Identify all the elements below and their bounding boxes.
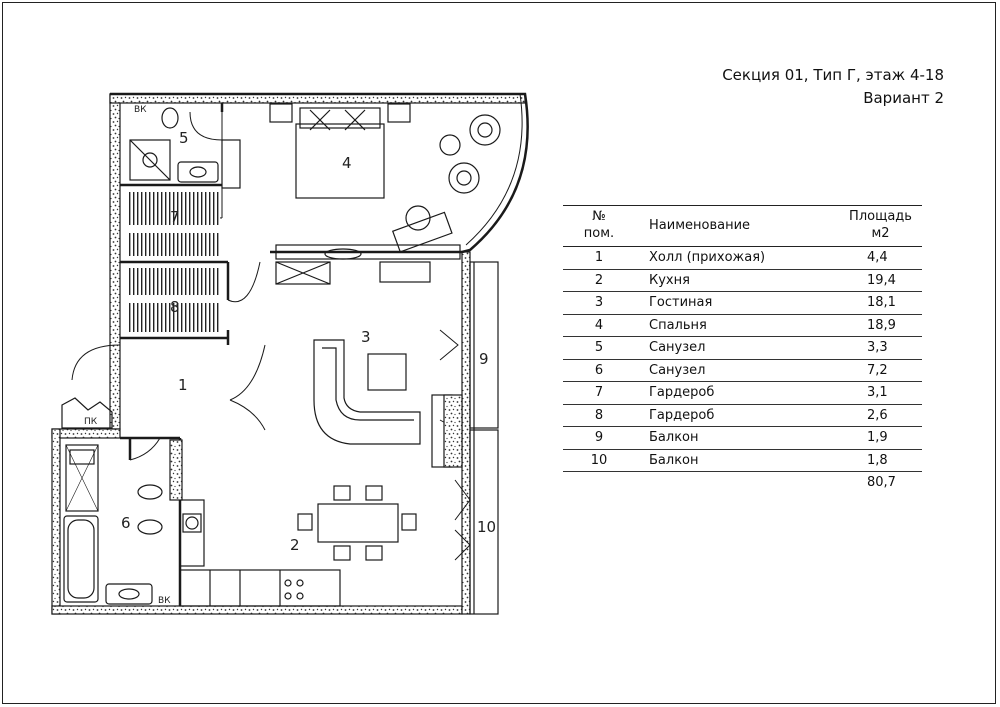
room-label-4: 4 (342, 154, 352, 172)
room-labels: 1 2 3 4 5 6 7 8 9 10 ВК ВК ПК (84, 105, 496, 606)
plan-drawing (51, 92, 529, 615)
room-label-8: 8 (170, 298, 180, 316)
col-header-number: № пом. (583, 209, 615, 241)
room-label-5: 5 (179, 129, 189, 147)
section-title: Секция 01, Тип Г, этаж 4-18 (722, 66, 944, 84)
room-label-3: 3 (361, 328, 371, 346)
living-sofa (313, 339, 421, 445)
armchairs (391, 114, 501, 253)
room-label-2: 2 (290, 536, 300, 554)
room-label-6: 6 (121, 514, 131, 532)
room-label-1: 1 (178, 376, 188, 394)
variant-title: Вариант 2 (863, 89, 944, 107)
cabinet (275, 244, 461, 285)
table-header-row: № пом. Наименование Площадь м2 (563, 205, 922, 247)
room-label-10: 10 (477, 518, 496, 536)
balconies (469, 261, 499, 615)
wardrobe-7-rails (128, 192, 220, 256)
vk-marker-bottom: ВК (158, 596, 171, 606)
kitchen-counter (169, 439, 341, 607)
bedroom-bed (269, 103, 411, 199)
doors (71, 111, 471, 561)
tv-unit (431, 394, 463, 468)
room-label-7: 7 (170, 208, 180, 226)
col-header-area: Площадь м2 (849, 209, 912, 241)
dining-table (297, 485, 417, 561)
bathroom-5-fixtures (129, 107, 241, 189)
pk-marker: ПК (84, 417, 98, 427)
table-total-row: 80,7 (563, 472, 922, 494)
room-label-9: 9 (479, 350, 489, 368)
col-header-name: Наименование (649, 217, 751, 233)
vk-marker-top: ВК (134, 105, 147, 115)
bathroom-6-fixtures (63, 444, 163, 605)
total-area: 80,7 (867, 475, 896, 491)
utility-shaft (61, 397, 113, 429)
